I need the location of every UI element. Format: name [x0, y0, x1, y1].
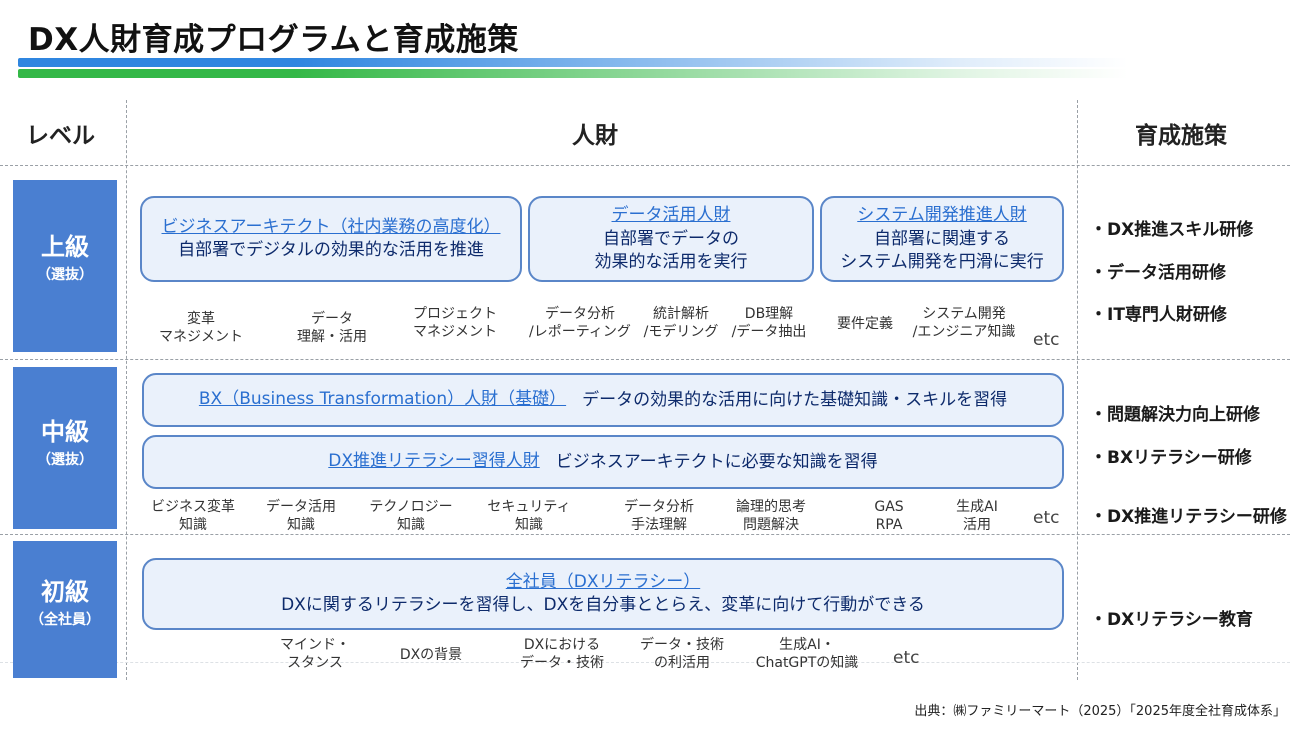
skill-item: データ分析 /レポーティング: [529, 306, 631, 341]
skill-item: ビジネス変革 知識: [151, 499, 235, 534]
measure-item: ・DXリテラシー教育: [1090, 610, 1253, 630]
level-sub: （全社員）: [30, 611, 100, 628]
divider-header: [0, 165, 1290, 166]
skill-item: 要件定義: [837, 316, 893, 332]
skill-item: システム開発 /エンジニア知識: [912, 306, 1016, 341]
level-name: 上級: [41, 233, 89, 261]
level-name: 初級: [41, 578, 89, 606]
skill-item: 論理的思考 問題解決: [736, 499, 806, 534]
skill-item: DXにおける データ・技術: [520, 637, 604, 672]
skill-item: DB理解 /データ抽出: [731, 306, 807, 341]
skill-item: 生成AI 活用: [956, 499, 998, 534]
divider-advanced: [0, 359, 1290, 360]
level-sub: （選抜）: [37, 266, 93, 283]
talent-title: データ活用人財: [611, 205, 731, 226]
skill-etc: etc: [893, 648, 920, 668]
talent-desc: 自部署でデータの: [603, 228, 739, 249]
title-underline-blue: [18, 58, 1128, 67]
measure-item: ・DX推進リテラシー研修: [1090, 507, 1287, 527]
source-citation: 出典：㈱ファミリーマート（2025）「2025年度全社育成体系」: [914, 704, 1286, 719]
talent-box-data-utilization: データ活用人財 自部署でデータの 効果的な活用を実行: [528, 196, 814, 282]
page-title: DX人財育成プログラムと育成施策: [28, 22, 519, 58]
header-measures: 育成施策: [1135, 123, 1227, 149]
level-advanced: 上級 （選抜）: [13, 180, 117, 352]
skill-item: GAS RPA: [874, 499, 904, 534]
skill-item: 変革 マネジメント: [159, 311, 243, 346]
talent-title: システム開発推進人財: [857, 205, 1027, 226]
measure-item: ・データ活用研修: [1090, 263, 1226, 283]
divider-intermediate: [0, 534, 1290, 535]
skill-item: データ 理解・活用: [297, 311, 367, 346]
skill-item: データ分析 手法理解: [624, 499, 694, 534]
talent-box-dx-literacy: DX推進リテラシー習得人財 ビジネスアーキテクトに必要な知識を習得: [142, 435, 1064, 489]
divider-level-column: [126, 100, 127, 680]
divider-measures-column: [1077, 100, 1078, 680]
skill-item: データ活用 知識: [266, 499, 336, 534]
talent-box-system-development: システム開発推進人財 自部署に関連する システム開発を円滑に実行: [820, 196, 1064, 282]
header-talent: 人財: [572, 123, 618, 149]
measure-item: ・BXリテラシー研修: [1090, 448, 1252, 468]
skill-item: テクノロジー 知識: [369, 499, 453, 534]
talent-title: ビジネスアーキテクト（社内業務の高度化）: [161, 216, 501, 237]
skill-item: プロジェクト マネジメント: [413, 306, 497, 341]
talent-box-business-architect: ビジネスアーキテクト（社内業務の高度化） 自部署でデジタルの効果的な活用を推進: [140, 196, 522, 282]
talent-title: BX（Business Transformation）人財（基礎）: [198, 389, 567, 410]
level-intermediate: 中級 （選抜）: [13, 367, 117, 529]
level-sub: （選抜）: [37, 451, 93, 468]
talent-desc: 自部署でデジタルの効果的な活用を推進: [178, 240, 484, 261]
talent-desc: ビジネスアーキテクトに必要な知識を習得: [555, 451, 878, 472]
talent-desc: DXに関するリテラシーを習得し、DXを自分事ととらえ、変革に向けて行動ができる: [281, 595, 925, 616]
skill-item: セキュリティ 知識: [487, 499, 571, 534]
skill-item: 生成AI・ ChatGPTの知識: [755, 637, 859, 672]
skill-item: 統計解析 /モデリング: [643, 306, 719, 341]
level-name: 中級: [41, 418, 89, 446]
skill-item: マインド・ スタンス: [280, 637, 350, 672]
talent-desc: データの効果的な活用に向けた基礎知識・スキルを習得: [582, 389, 1008, 410]
talent-title: DX推進リテラシー習得人財: [328, 451, 540, 472]
level-beginner: 初級 （全社員）: [13, 541, 117, 678]
talent-title: 全社員（DXリテラシー）: [505, 571, 701, 592]
skill-etc: etc: [1033, 508, 1060, 528]
talent-desc: システム開発を円滑に実行: [840, 251, 1044, 272]
talent-desc: 自部署に関連する: [874, 228, 1010, 249]
measure-item: ・IT専門人財研修: [1090, 305, 1227, 325]
measure-item: ・DX推進スキル研修: [1090, 220, 1254, 240]
header-level: レベル: [26, 123, 95, 149]
talent-box-bx: BX（Business Transformation）人財（基礎） データの効果…: [142, 373, 1064, 427]
talent-desc: 効果的な活用を実行: [594, 251, 748, 272]
skill-etc: etc: [1033, 330, 1060, 350]
skill-item: DXの背景: [399, 647, 463, 663]
skill-item: データ・技術 の利活用: [640, 637, 724, 672]
talent-box-all-employees: 全社員（DXリテラシー） DXに関するリテラシーを習得し、DXを自分事ととらえ、…: [142, 558, 1064, 630]
measure-item: ・問題解決力向上研修: [1090, 405, 1260, 425]
title-underline-green: [18, 69, 1128, 78]
divider-beginner: [0, 662, 1290, 663]
